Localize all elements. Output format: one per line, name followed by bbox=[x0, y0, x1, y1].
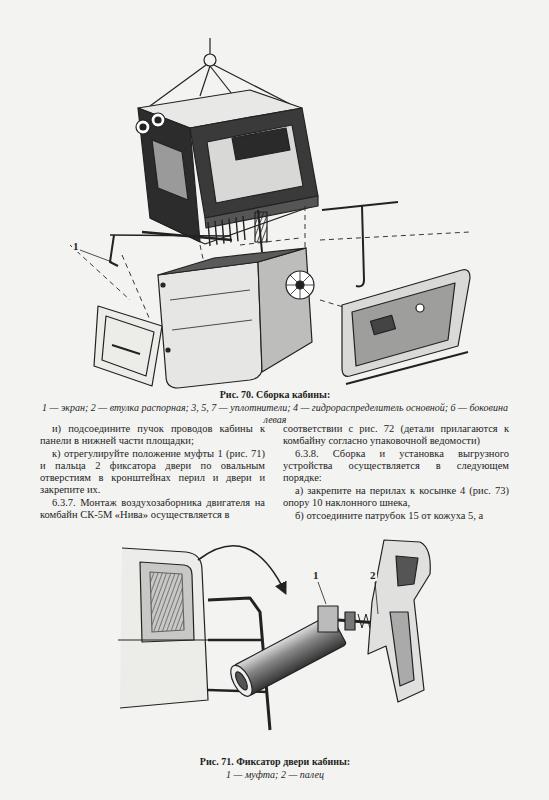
body-text: соответствии с рис. 72 (детали прилагают… bbox=[283, 423, 509, 447]
leader-line bbox=[375, 582, 378, 614]
direction-arrow bbox=[198, 546, 285, 592]
caption-legend: 1 — экран; 2 — втулка распорная; 3, 5, 7… bbox=[40, 402, 510, 426]
figure-caption: Рис. 70. Сборка кабины: bbox=[40, 389, 510, 401]
body-text: и) подсоедините пучок проводов кабины к … bbox=[40, 423, 265, 447]
callout-number: 1 bbox=[312, 569, 320, 581]
callout-number: 1 bbox=[72, 240, 80, 252]
cab-lower bbox=[158, 248, 314, 388]
callout-number: 2 bbox=[369, 569, 377, 581]
body-text: 6.3.7. Монтаж воздухозаборника двигателя… bbox=[40, 497, 265, 521]
leader-line bbox=[318, 582, 326, 604]
body-text: к) отрегулируйте положение муфты 1 (рис.… bbox=[40, 448, 265, 496]
bracket bbox=[368, 540, 430, 702]
leader-line bbox=[80, 250, 112, 262]
cab-door bbox=[118, 548, 270, 730]
cab-upper bbox=[136, 90, 318, 252]
door-panel bbox=[94, 235, 162, 386]
body-text: 6.3.8. Сборка и установка выгрузного уст… bbox=[283, 448, 509, 484]
body-text: а) закрепите на перилах к косынке 4 (рис… bbox=[283, 485, 509, 509]
figure-caption: Рис. 71. Фиксатор двери кабины: bbox=[40, 756, 510, 768]
body-text: б) отсоедините патрубок 15 от кожуха 5, … bbox=[283, 510, 509, 522]
side-panel bbox=[342, 270, 470, 384]
caption-legend: 1 — муфта; 2 — палец bbox=[40, 769, 510, 781]
